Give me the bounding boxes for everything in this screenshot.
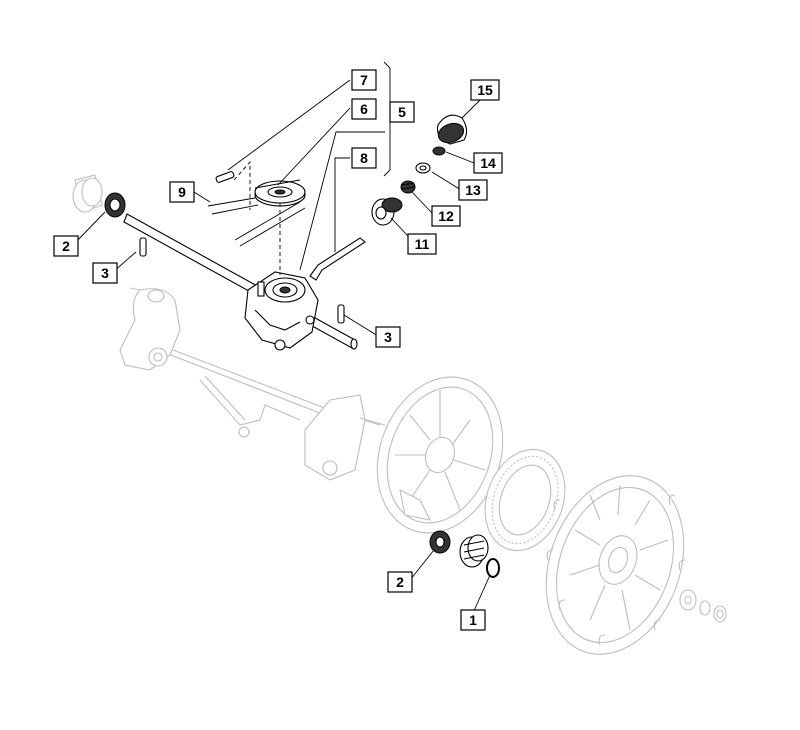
callout-7: 7 [351,69,377,91]
pin-right [337,304,345,324]
callout-3-right: 3 [375,326,401,348]
hub-hardware [679,589,727,623]
ring-gear [484,448,566,552]
woodruff-key [215,171,235,183]
pinion-gear-left [72,174,103,213]
threaded-bushing [371,197,403,226]
callout-2-bottom: 2 [387,571,413,593]
svg-text:11: 11 [415,236,430,252]
callout-13: 13 [458,179,488,201]
callout-3-left: 3 [92,262,118,284]
o-ring [432,146,446,156]
callout-11: 11 [407,233,437,255]
main-assembly [104,114,500,578]
callout-14: 14 [473,152,503,174]
shift-rod [309,237,366,281]
svg-text:7: 7 [360,72,368,88]
svg-text:6: 6 [360,101,368,117]
pin-left [139,237,147,257]
background-assembly [72,174,727,655]
svg-text:8: 8 [360,150,368,166]
pinion-gear-right [459,534,489,568]
callout-5: 5 [389,101,415,123]
svg-text:9: 9 [178,184,186,200]
pulley [254,180,306,207]
svg-text:15: 15 [477,82,493,98]
svg-text:5: 5 [398,104,406,120]
svg-text:2: 2 [62,238,70,254]
svg-text:3: 3 [101,265,109,281]
svg-text:3: 3 [384,329,392,345]
drive-belt [207,179,306,247]
callout-9: 9 [169,181,195,203]
svg-text:1: 1 [469,612,477,628]
rear-wheel-outer [545,475,686,655]
svg-text:13: 13 [465,182,481,198]
cap [436,114,468,145]
callout-15: 15 [470,79,500,101]
callout-8: 8 [351,147,377,169]
circlip [486,558,500,578]
svg-text:2: 2 [396,574,404,590]
gearbox [244,271,319,351]
callout-12: 12 [431,205,461,227]
svg-text:12: 12 [438,208,454,224]
spring [400,180,416,194]
callout-1: 1 [460,609,486,631]
callout-6: 6 [351,98,377,120]
callout-2-top: 2 [53,235,79,257]
svg-text:14: 14 [480,155,496,171]
